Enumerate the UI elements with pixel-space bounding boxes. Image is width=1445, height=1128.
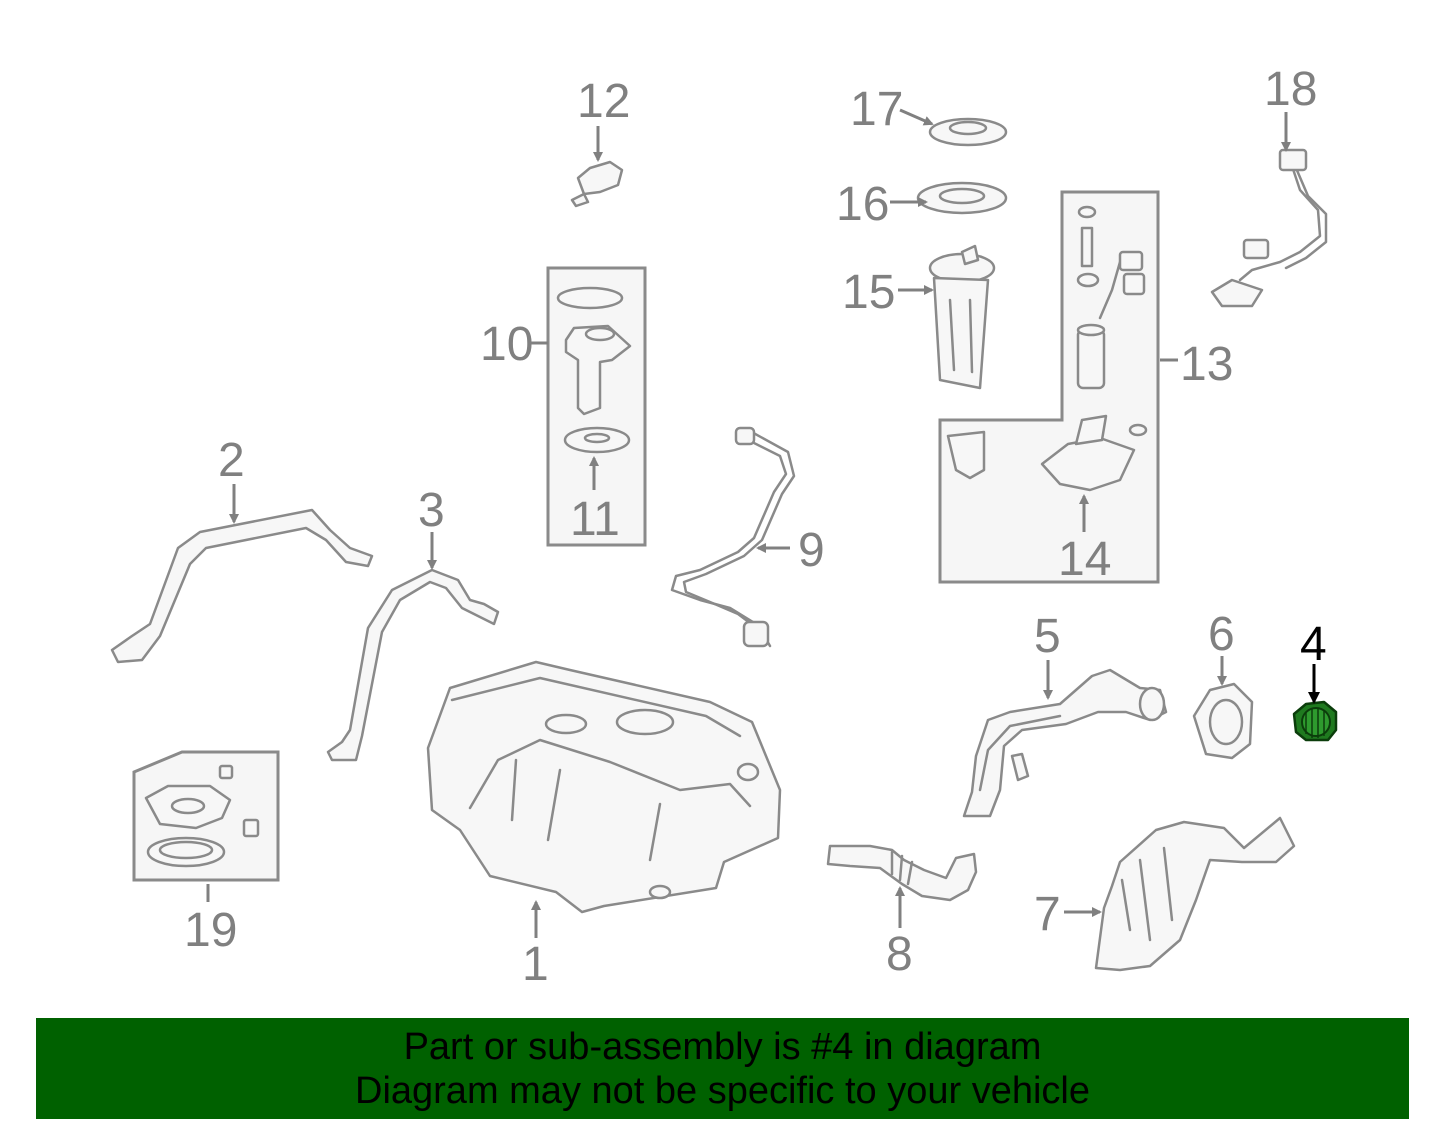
part-2-tank-strap[interactable] — [110, 508, 374, 664]
parts-diagram: 12 10 11 17 16 15 — [110, 63, 1338, 991]
info-banner: Part or sub-assembly is #4 in diagram Di… — [36, 1018, 1409, 1119]
part-18-wire-harness[interactable] — [1210, 148, 1328, 308]
callout-6[interactable]: 6 — [1208, 608, 1235, 661]
callout-7[interactable]: 7 — [1034, 888, 1061, 941]
part-3-tank-strap[interactable] — [326, 568, 500, 762]
banner-line-1: Part or sub-assembly is #4 in diagram — [403, 1025, 1042, 1068]
part-7-splash-shield[interactable] — [1094, 816, 1296, 972]
callout-15[interactable]: 15 — [842, 266, 895, 319]
part-19-seal-kit[interactable] — [144, 764, 260, 868]
part-14-strainer[interactable] — [1040, 414, 1136, 492]
part-5-filler-pipe[interactable] — [962, 668, 1168, 818]
callout-10[interactable]: 10 — [480, 318, 533, 371]
part-6-filler-base[interactable] — [1192, 682, 1254, 760]
callout-5[interactable]: 5 — [1034, 610, 1061, 663]
callout-19[interactable]: 19 — [184, 904, 237, 957]
part-1-fuel-tank[interactable] — [426, 660, 782, 914]
banner-line-2: Diagram may not be specific to your vehi… — [355, 1069, 1090, 1112]
callout-9[interactable]: 9 — [798, 524, 825, 577]
part-12-valve[interactable] — [570, 160, 624, 208]
callout-3[interactable]: 3 — [418, 484, 445, 537]
part-4-fuel-cap[interactable] — [1292, 700, 1338, 742]
callout-18[interactable]: 18 — [1264, 63, 1317, 116]
part-10-sender-unit[interactable] — [556, 286, 632, 454]
part-15-fuel-pump-assembly[interactable] — [928, 244, 996, 390]
callout-8[interactable]: 8 — [886, 928, 913, 981]
part-16-gasket[interactable] — [916, 181, 1008, 215]
callout-1[interactable]: 1 — [522, 938, 549, 991]
callout-2[interactable]: 2 — [218, 434, 245, 487]
callout-17-leader — [899, 108, 934, 126]
callout-14[interactable]: 14 — [1058, 533, 1111, 586]
callout-12[interactable]: 12 — [577, 75, 630, 128]
part-8-hose[interactable] — [826, 844, 978, 902]
callout-11[interactable]: 11 — [570, 493, 620, 546]
callout-13[interactable]: 13 — [1180, 338, 1233, 391]
part-13-pump-kit[interactable] — [946, 205, 1148, 480]
callout-17[interactable]: 17 — [850, 83, 903, 136]
callout-4[interactable]: 4 — [1300, 618, 1327, 671]
callout-16[interactable]: 16 — [836, 178, 889, 231]
part-9-vent-hose[interactable] — [670, 426, 796, 648]
part-17-seal-ring[interactable] — [928, 117, 1008, 147]
